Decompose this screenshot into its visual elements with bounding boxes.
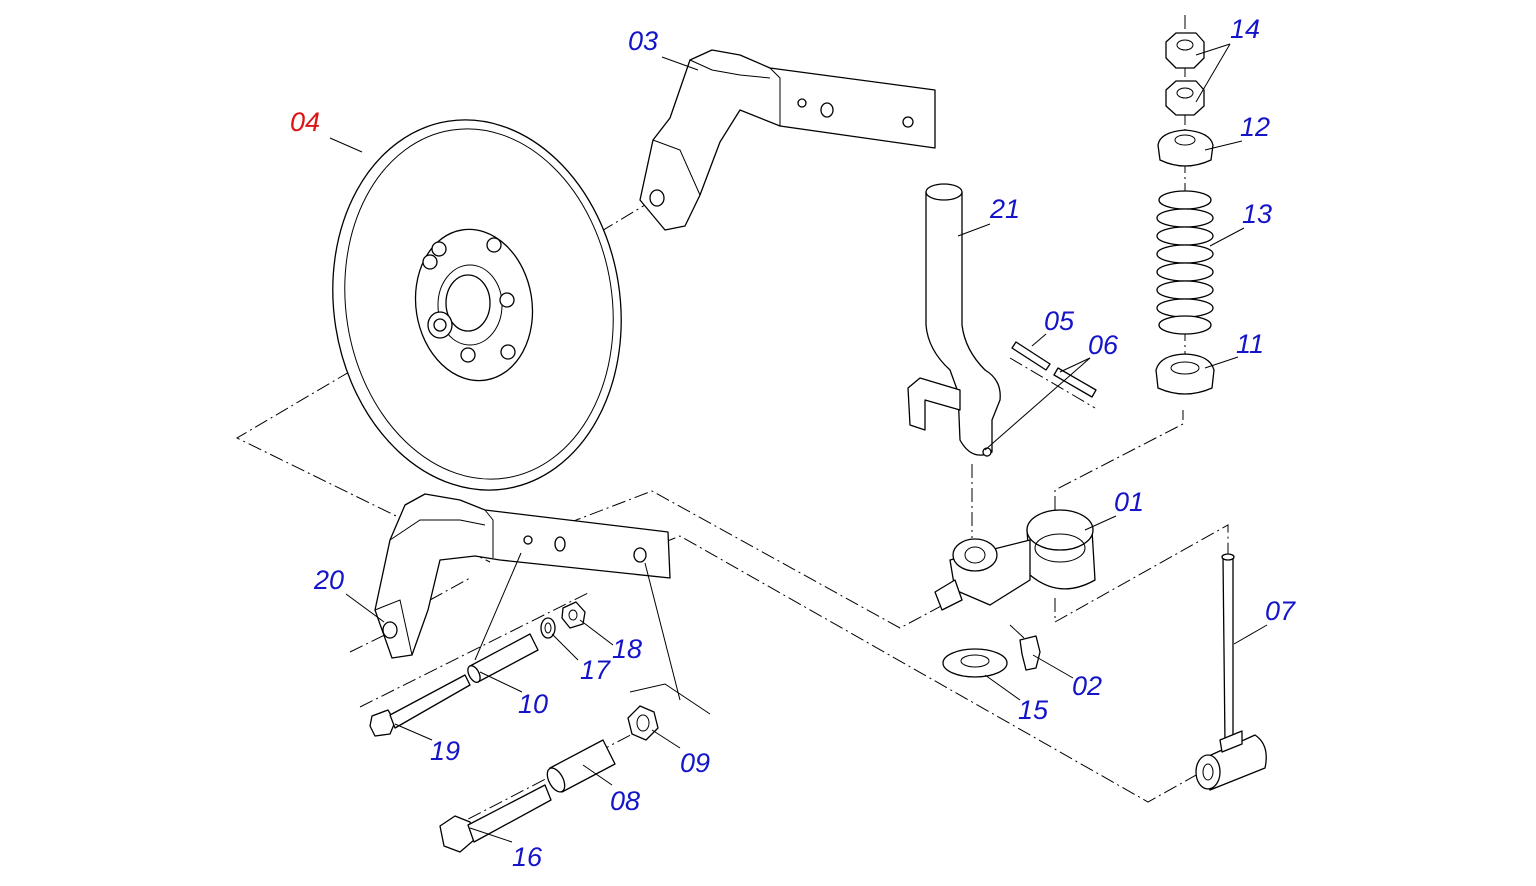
callout-08: 08 (610, 786, 640, 816)
callout-15: 15 (1018, 695, 1049, 725)
leader-lines (329, 43, 1268, 843)
callout-12: 12 (1240, 112, 1270, 142)
part-03-upper-arm (639, 49, 936, 231)
pin-06 (1053, 367, 1097, 398)
callout-05: 05 (1044, 306, 1075, 336)
callout-13: 13 (1242, 199, 1272, 229)
callout-07: 07 (1265, 596, 1296, 626)
sleeve-08 (546, 739, 616, 793)
nut-18 (561, 601, 586, 629)
spring-13 (1156, 190, 1214, 335)
callout-11: 11 (1236, 329, 1264, 359)
callout-01: 01 (1114, 487, 1144, 517)
bushing-10 (467, 633, 539, 683)
bolt-19 (369, 674, 471, 737)
callout-16: 16 (512, 842, 543, 872)
part-20-lower-arm (374, 493, 671, 659)
part-02-grease-fitting (1009, 624, 1041, 671)
callout-02: 02 (1072, 671, 1102, 701)
part-04-disc (332, 119, 622, 491)
callout-09: 09 (680, 748, 710, 778)
callout-20: 20 (313, 565, 344, 595)
pin-05 (1011, 341, 1051, 371)
part-15-washer (942, 648, 1008, 678)
callout-14: 14 (1230, 14, 1260, 44)
cup-11 (1155, 353, 1215, 395)
callout-18: 18 (612, 634, 642, 664)
callout-06: 06 (1088, 330, 1119, 360)
callout-19: 19 (430, 736, 460, 766)
part-21-post (907, 183, 1001, 457)
callout-21: 21 (989, 194, 1020, 224)
callout-04: 04 (290, 107, 320, 137)
bolt-16 (439, 784, 552, 853)
nut-09 (627, 705, 659, 741)
cup-12 (1157, 129, 1214, 167)
washer-17 (540, 617, 556, 639)
nuts-14 (1165, 32, 1205, 116)
callout-17: 17 (580, 655, 611, 685)
part-01-housing (934, 509, 1096, 611)
part-07-rod (1195, 553, 1267, 791)
callout-03: 03 (628, 26, 658, 56)
callout-labels: 04 03 21 05 06 14 12 13 11 01 07 02 15 2… (290, 14, 1296, 872)
callout-10: 10 (518, 689, 548, 719)
